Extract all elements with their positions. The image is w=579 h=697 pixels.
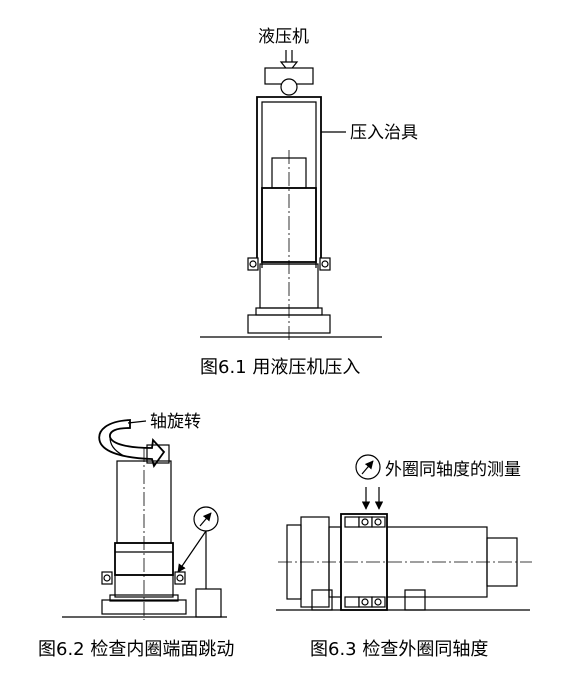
coaxiality-diagram: 外圈同轴度的测量 图6.3 检查外圈同轴度 xyxy=(276,454,532,660)
bearing-icon xyxy=(344,516,386,608)
press-label: 液压机 xyxy=(258,27,309,47)
caption-fig-6-2: 图6.2 检查内圈端面跳动 xyxy=(38,639,234,660)
gauge-probe xyxy=(177,530,207,573)
rotate-label: 轴旋转 xyxy=(150,412,201,432)
fixture-label: 压入治具 xyxy=(350,123,418,143)
shaft-collar xyxy=(109,594,179,602)
measure-label: 外圈同轴度的测量 xyxy=(385,460,521,480)
gauge-base xyxy=(195,588,222,618)
rotate-pointer xyxy=(127,420,147,424)
bearing-icon xyxy=(247,257,331,271)
runout-diagram: 轴旋转 图6.2 检查内圈端面跳动 xyxy=(38,412,234,660)
shaft-top xyxy=(146,444,170,464)
arrow-down-icon xyxy=(279,50,299,73)
dial-gauge-icon xyxy=(193,506,219,532)
press-fit-diagram: 液压机 压入治具 图6.1 用液压机压入 xyxy=(200,27,418,378)
caption-fig-6-1: 图6.1 用液压机压入 xyxy=(200,357,360,378)
press-fixture xyxy=(256,96,322,268)
rotation-arrow-icon xyxy=(98,419,166,469)
caption-fig-6-3: 图6.3 检查外圈同轴度 xyxy=(310,639,488,660)
press-ball xyxy=(280,78,298,96)
support-block-right xyxy=(404,589,426,611)
dial-gauge-icon xyxy=(355,454,381,480)
